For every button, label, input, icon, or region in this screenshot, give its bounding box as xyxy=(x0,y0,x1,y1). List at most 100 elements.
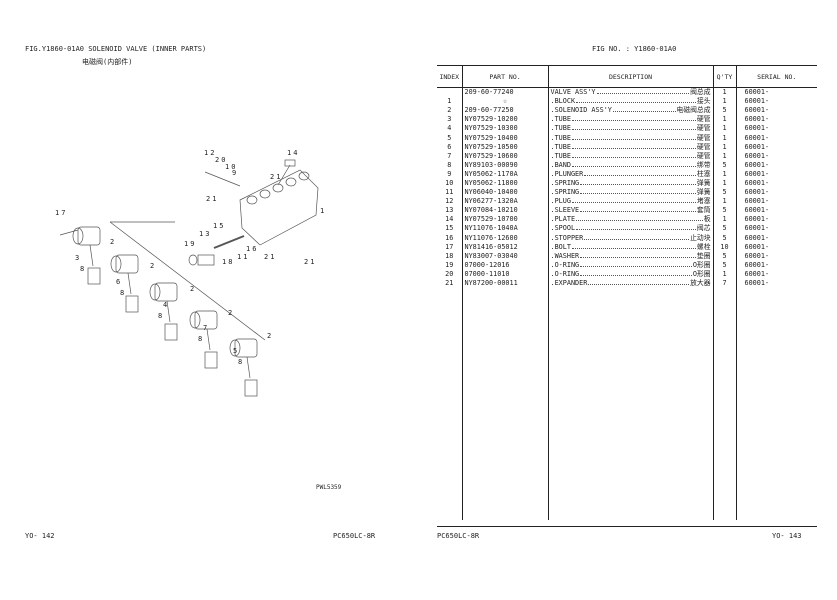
header-qty: Q'TY xyxy=(712,65,736,88)
leader-dots xyxy=(576,224,696,231)
row-index: 12 xyxy=(445,197,454,206)
callout-label: 8 xyxy=(198,335,204,343)
row-index: 1 xyxy=(447,97,452,106)
row-qty: 5 xyxy=(712,206,736,216)
header-serial: SERIAL NO. xyxy=(735,65,817,88)
description-en: .EXPANDER xyxy=(550,279,588,288)
leader-dots xyxy=(584,170,696,176)
figure-title: FIG.Y1860-01A0 SOLENOID VALVE (INNER PAR… xyxy=(25,45,207,53)
o-ring xyxy=(188,254,198,266)
row-qty: 5 xyxy=(712,251,736,261)
row-index: 8 xyxy=(447,160,452,169)
row-index: 5 xyxy=(447,133,452,142)
parts-table: INDEX PART NO. DESCRIPTION Q'TY SERIAL N… xyxy=(437,65,817,521)
leader-dots xyxy=(571,243,696,249)
description-en: .TUBE xyxy=(550,133,571,142)
bolt xyxy=(59,229,79,236)
plate xyxy=(284,159,296,167)
solenoid-connector xyxy=(204,351,218,369)
description-en: .PLUNGER xyxy=(550,169,584,178)
row-qty: 1 xyxy=(712,197,736,207)
row-qty: 5 xyxy=(712,106,736,116)
description-en: .TUBE xyxy=(550,115,571,124)
leader-dots xyxy=(571,124,696,131)
row-qty: 5 xyxy=(712,233,736,243)
row-serial: 60001- xyxy=(735,87,817,98)
description-cn: 堵塞 xyxy=(696,197,711,206)
row-part-no: 07000-12016 xyxy=(461,260,548,270)
row-qty: 1 xyxy=(712,269,736,279)
table-header: INDEX PART NO. DESCRIPTION Q'TY SERIAL N… xyxy=(437,65,817,88)
row-serial: 60001- xyxy=(735,215,817,225)
row-serial: 60001- xyxy=(735,233,817,243)
header-part-no: PART NO. xyxy=(461,65,548,88)
row-part-no: NY05062-1170A xyxy=(461,169,548,179)
right-page-number: YO- 143 xyxy=(772,532,802,540)
leader-dots xyxy=(571,143,696,149)
row-qty: 1 xyxy=(712,115,736,125)
callout-label: 8 xyxy=(80,265,86,273)
row-index: 14 xyxy=(445,215,454,224)
description-en: .PLATE xyxy=(550,215,576,224)
description-cn: 绑带 xyxy=(696,160,711,169)
row-index: 15 xyxy=(445,224,454,233)
row-part-no: NY07529-10700 xyxy=(461,215,548,225)
row-qty: 1 xyxy=(712,169,736,179)
leader-dots xyxy=(588,279,690,286)
description-en: .SOLENOID ASS'Y xyxy=(550,106,612,115)
description-cn: 弹簧 xyxy=(696,188,711,197)
row-index: 17 xyxy=(445,242,454,251)
leader-dots xyxy=(584,234,690,240)
solenoid-tube xyxy=(127,272,132,295)
row-part-no: NY06040-10400 xyxy=(461,188,548,198)
table-bottom-rule xyxy=(437,526,817,527)
header-description: DESCRIPTION xyxy=(547,65,713,88)
leader-dots xyxy=(571,161,696,167)
solenoid-coil xyxy=(194,310,218,330)
callout-label: 21 xyxy=(304,258,316,266)
callout-label: 8 xyxy=(238,358,244,366)
leader-dots xyxy=(571,152,696,158)
solenoid-connector xyxy=(244,379,258,397)
plunger-assembly xyxy=(204,171,241,187)
row-qty: 5 xyxy=(712,224,736,234)
solenoid-connector xyxy=(125,295,139,313)
description-en: .WASHER xyxy=(550,251,580,260)
leader-dots xyxy=(571,197,696,204)
row-serial: 60001- xyxy=(735,197,817,207)
row-part-no: NY07084-10210 xyxy=(461,206,548,216)
row-serial: 60001- xyxy=(735,97,817,107)
row-serial: 60001- xyxy=(735,278,817,289)
leader-dots xyxy=(580,270,692,276)
row-index xyxy=(437,88,462,98)
row-index: 10 xyxy=(445,178,454,187)
block-port xyxy=(259,189,271,199)
description-cn: 放大器 xyxy=(690,279,711,288)
callout-label: 8 xyxy=(158,312,164,320)
callout-label: 2 xyxy=(228,309,234,317)
description-cn: 硬管 xyxy=(696,115,711,124)
row-index: 6 xyxy=(447,142,452,151)
leader-dots xyxy=(576,97,696,104)
left-page-model: PC650LC-8R xyxy=(333,532,376,540)
row-qty: 10 xyxy=(712,242,736,252)
row-serial: 60001- xyxy=(735,106,817,116)
row-index: 7 xyxy=(447,151,452,160)
